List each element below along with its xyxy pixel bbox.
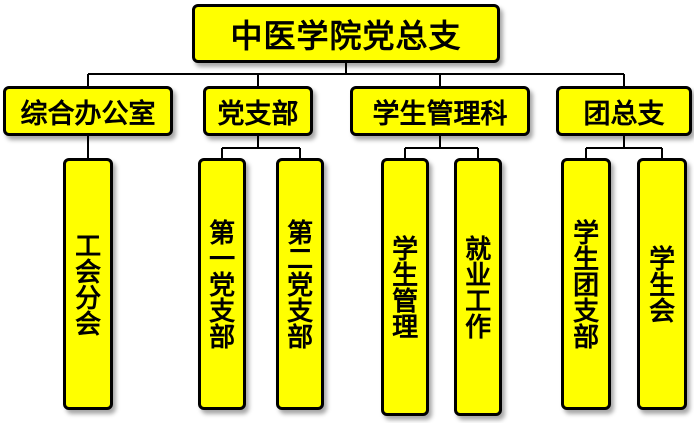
- sub-node-student-league-branch: 学生团支部: [561, 158, 611, 410]
- sub-label: 学生团支部: [568, 219, 599, 349]
- dept-label: 学生管理科: [372, 98, 508, 130]
- sub-node-student-union: 学生会: [637, 158, 687, 410]
- dept-node-youth-league: 团总支: [556, 86, 692, 136]
- sub-label: 第一党支部: [204, 219, 235, 349]
- root-node: 中医学院党总支: [192, 4, 500, 63]
- sub-node-student-management: 学生管理: [381, 158, 429, 416]
- root-label: 中医学院党总支: [230, 16, 462, 55]
- sub-node-first-branch: 第一党支部: [198, 158, 246, 410]
- sub-node-second-branch: 第二党支部: [276, 158, 324, 410]
- sub-label: 学生管理: [387, 235, 418, 339]
- sub-label: 第二党支部: [282, 219, 313, 349]
- sub-node-labor-union: 工会分会: [63, 158, 113, 410]
- dept-node-general-office: 综合办公室: [3, 86, 173, 136]
- sub-label: 工会分会: [70, 232, 101, 336]
- sub-label: 就业工作: [460, 235, 491, 339]
- dept-label: 综合办公室: [20, 98, 156, 130]
- dept-node-student-affairs: 学生管理科: [350, 86, 530, 136]
- sub-node-employment-work: 就业工作: [454, 158, 502, 416]
- sub-label: 学生会: [644, 245, 675, 323]
- dept-node-party-branch: 党支部: [203, 86, 313, 136]
- dept-label: 团总支: [583, 98, 665, 130]
- dept-label: 党支部: [217, 98, 299, 130]
